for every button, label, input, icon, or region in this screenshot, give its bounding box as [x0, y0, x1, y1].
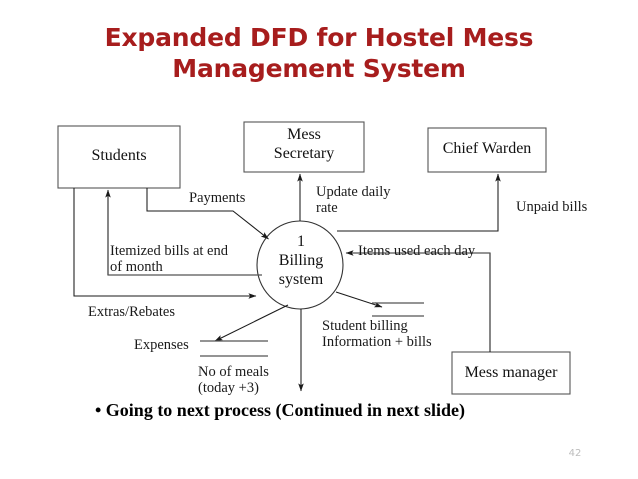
- flow-label-items-used-each-day: Items used each day: [358, 243, 476, 259]
- store-label-expenses: Expenses: [134, 337, 189, 353]
- flow-label-itemized-bills: Itemized bills at end of month: [110, 243, 228, 275]
- flow-label-update-daily-rate: Update daily rate: [316, 184, 391, 216]
- entity-label-mess-secretary: Mess Secretary: [273, 126, 335, 162]
- store-label-no-of-meals: No of meals (today +3): [198, 364, 269, 396]
- flow-label-extras-rebates: Extras/Rebates: [88, 304, 175, 320]
- entity-label-students: Students: [91, 147, 147, 164]
- entity-label-chief-warden: Chief Warden: [442, 140, 532, 157]
- entity-label-mess-manager: Mess manager: [464, 364, 558, 381]
- process-number-billing-system: 1: [297, 233, 305, 250]
- page-number: 42: [568, 448, 582, 459]
- process-label-billing-system: Billing system: [278, 252, 324, 288]
- entity-box-chief-warden: [427, 127, 547, 173]
- flow-line-student-billing: [335, 291, 383, 308]
- bullet-note: • Going to next process (Continued in ne…: [95, 400, 465, 420]
- entity-box-mess-secretary: [243, 121, 365, 173]
- page-title: Expanded DFD for Hostel Mess Management …: [104, 23, 534, 83]
- flow-line-expenses: [214, 304, 289, 342]
- flow-line-payments: [146, 188, 269, 240]
- entity-box-mess-manager: [451, 351, 571, 395]
- store-label-student-billing: Student billing Information + bills: [322, 318, 432, 350]
- flow-line-extras-rebates: [73, 188, 257, 299]
- entity-box-students: [57, 125, 181, 189]
- flow-label-payments: Payments: [189, 190, 246, 206]
- flow-label-unpaid-bills: Unpaid bills: [516, 199, 588, 215]
- flow-line-unpaid-bills: [337, 173, 501, 232]
